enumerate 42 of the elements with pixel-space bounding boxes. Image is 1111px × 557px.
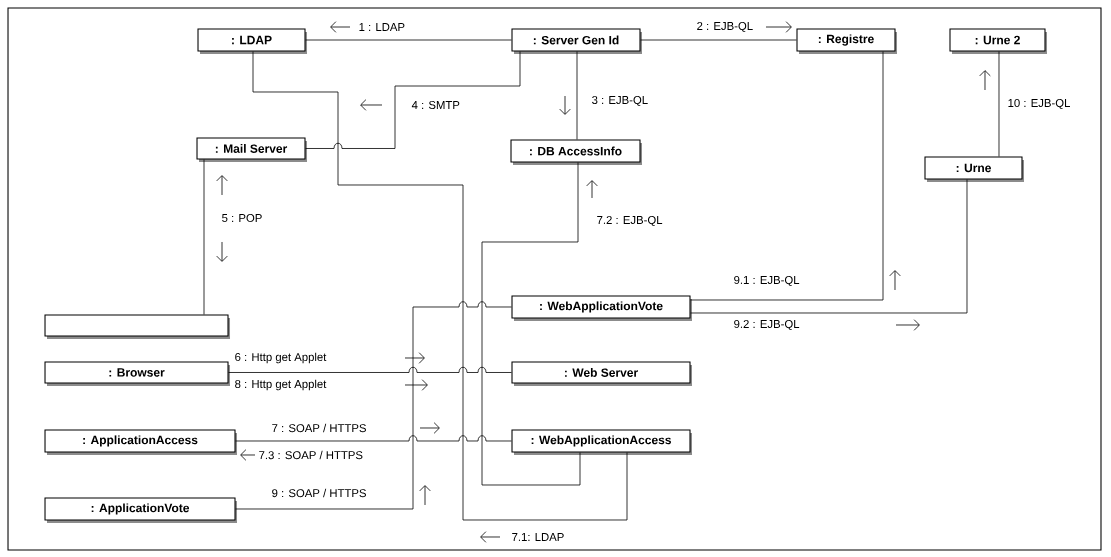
edge-label: 7.2 : EJB-QL <box>597 216 663 226</box>
connector <box>690 179 968 314</box>
connector <box>228 366 512 373</box>
connector <box>252 51 628 521</box>
object-box: : LDAP <box>197 28 307 54</box>
edge-label: 7.1: LDAP <box>512 533 564 541</box>
connector <box>235 301 512 510</box>
object-box: : Server Gen Id <box>511 28 642 54</box>
edge-label: 9.2 : EJB-QL <box>734 320 800 330</box>
connector <box>690 51 884 301</box>
message-label: 7.3 : SOAP / HTTPS <box>259 450 363 460</box>
edge-label: 6 : Http get Applet <box>235 352 327 364</box>
object-box: : ApplicationVote <box>44 497 237 523</box>
object-box <box>44 314 230 339</box>
object-box: : WebApplicationVote <box>511 295 692 321</box>
object-box: : Registre <box>796 28 897 54</box>
edge-label: 9.1 : EJB-QL <box>734 276 800 286</box>
edge-label: 3 : EJB-QL <box>592 96 648 106</box>
object-box: : Browser <box>44 361 230 386</box>
connector <box>640 39 797 41</box>
connector <box>305 51 521 149</box>
connector <box>576 51 578 140</box>
object-box: : WebApplicationAccess <box>511 429 692 455</box>
object-box: : Mail Server <box>196 137 307 162</box>
object-box: : Urne 2 <box>949 28 1047 54</box>
edge-label: 4 : SMTP <box>411 101 460 109</box>
connector <box>481 162 581 486</box>
edge-label: 5 : POP <box>222 214 262 222</box>
edge-label: 1 : LDAP <box>359 23 405 31</box>
object-box: : DB AccessInfo <box>510 139 642 165</box>
connector <box>203 159 205 315</box>
edge-label: 2 : EJB-QL <box>697 22 753 32</box>
connector <box>998 51 1000 157</box>
edge-label: 7 : SOAP / HTTPS <box>272 423 366 433</box>
connector <box>305 39 512 41</box>
connector <box>235 435 512 442</box>
object-box: : Web Server <box>511 361 692 386</box>
edge-label: 10 : EJB-QL <box>1008 99 1070 109</box>
object-box: : ApplicationAccess <box>44 429 237 455</box>
object-box: : Urne <box>924 156 1024 182</box>
edge-label: 9 : SOAP / HTTPS <box>272 488 366 498</box>
message-label: 8 : Http get Applet <box>235 379 327 391</box>
